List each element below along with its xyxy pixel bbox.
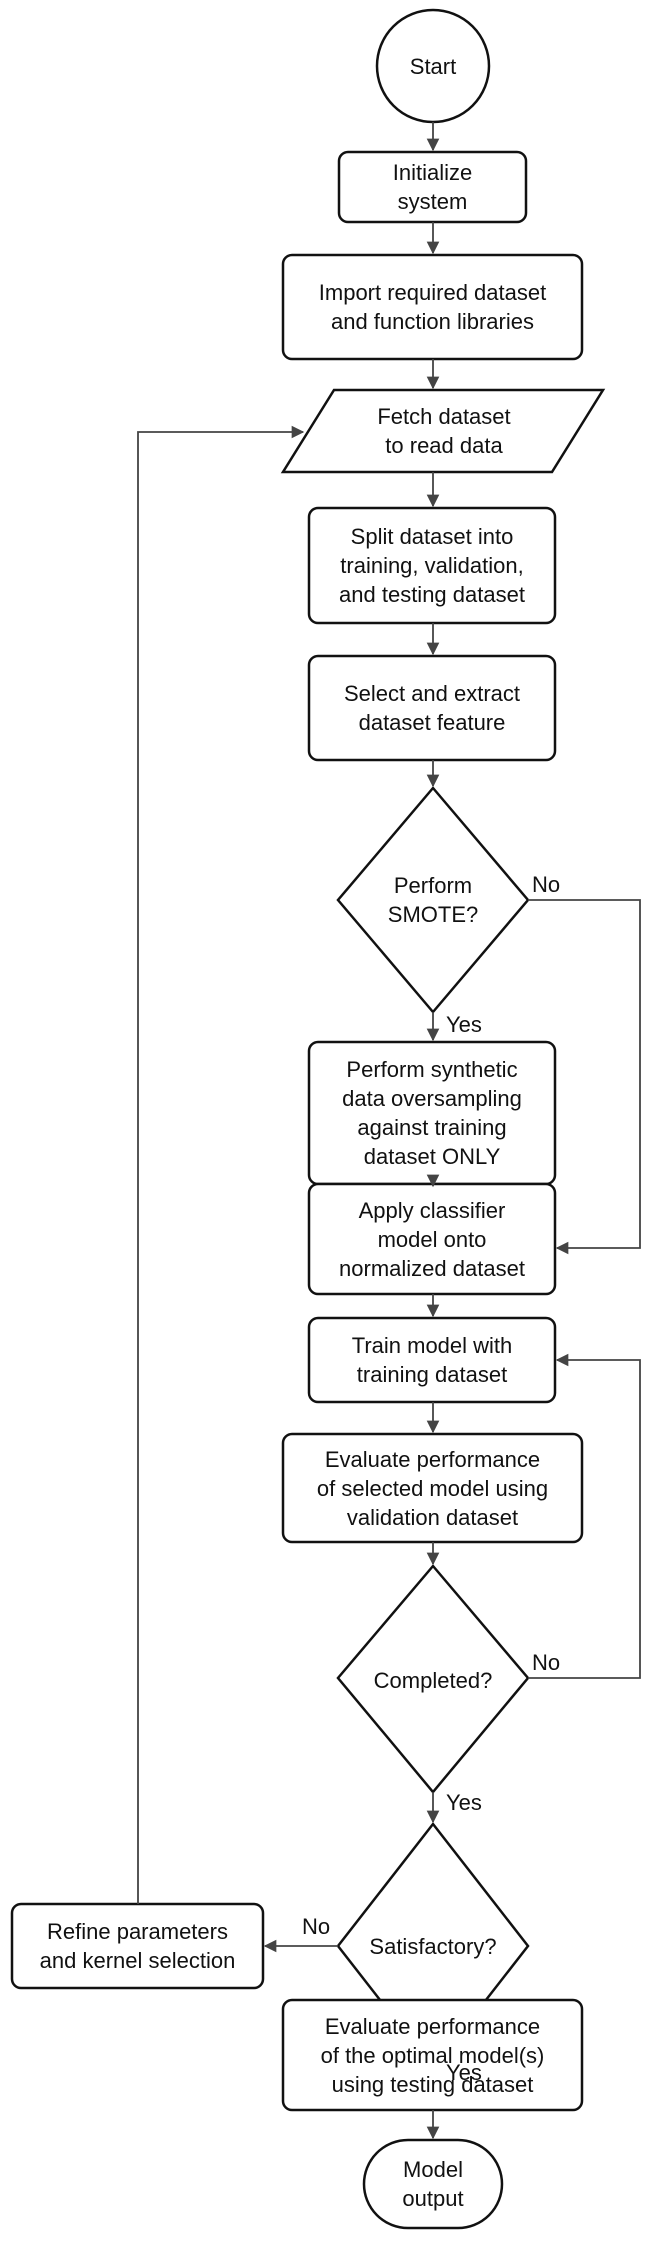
smote-yes-label: Yes [446,1012,482,1037]
edge-refine-fetch [137,425,305,1904]
completed-no-label: No [532,1650,561,1675]
train-label: Train model with training dataset [351,1333,513,1387]
fetch-parallelogram-shape [280,388,606,474]
initialize-label: Initialize system [392,160,473,214]
apply-label: Apply classifier model onto normalized d… [339,1197,525,1281]
satisfactory-yes-label: Yes [446,2060,482,2085]
split-box-shape [307,506,557,625]
select-label: Select and extract dataset feature [343,681,521,735]
import-label: Import required dataset and function lib… [318,280,547,334]
edge-smote-no [528,899,641,1255]
oversample-label: Perform synthetic data oversampling agai… [342,1057,522,1169]
evaluate-test-label: Evaluate performance of the optimal mode… [320,2013,545,2097]
evaluate-label: Evaluate performance of selected model u… [316,1446,549,1530]
fetch-label: Fetch dataset to read data [377,404,511,458]
output-label: Model output [402,2157,464,2211]
smote-no-label: No [532,872,561,897]
completed-label: Completed? [373,1667,493,1693]
split-label: Split dataset into training, validation,… [339,524,525,607]
satisfactory-no-label: No [302,1914,331,1939]
edge-completed-no [528,1353,641,1679]
select-box-shape [307,654,557,762]
train-box-shape [307,1316,557,1404]
start-label: Start [409,53,457,79]
completed-yes-label: Yes [446,1790,482,1815]
refine-label: Refine parameters and kernel selection [39,1919,236,1973]
satisfactory-label: Satisfactory? [369,1933,497,1959]
smote-label: Perform SMOTE? [387,873,479,927]
output-terminal-shape [362,2138,504,2230]
